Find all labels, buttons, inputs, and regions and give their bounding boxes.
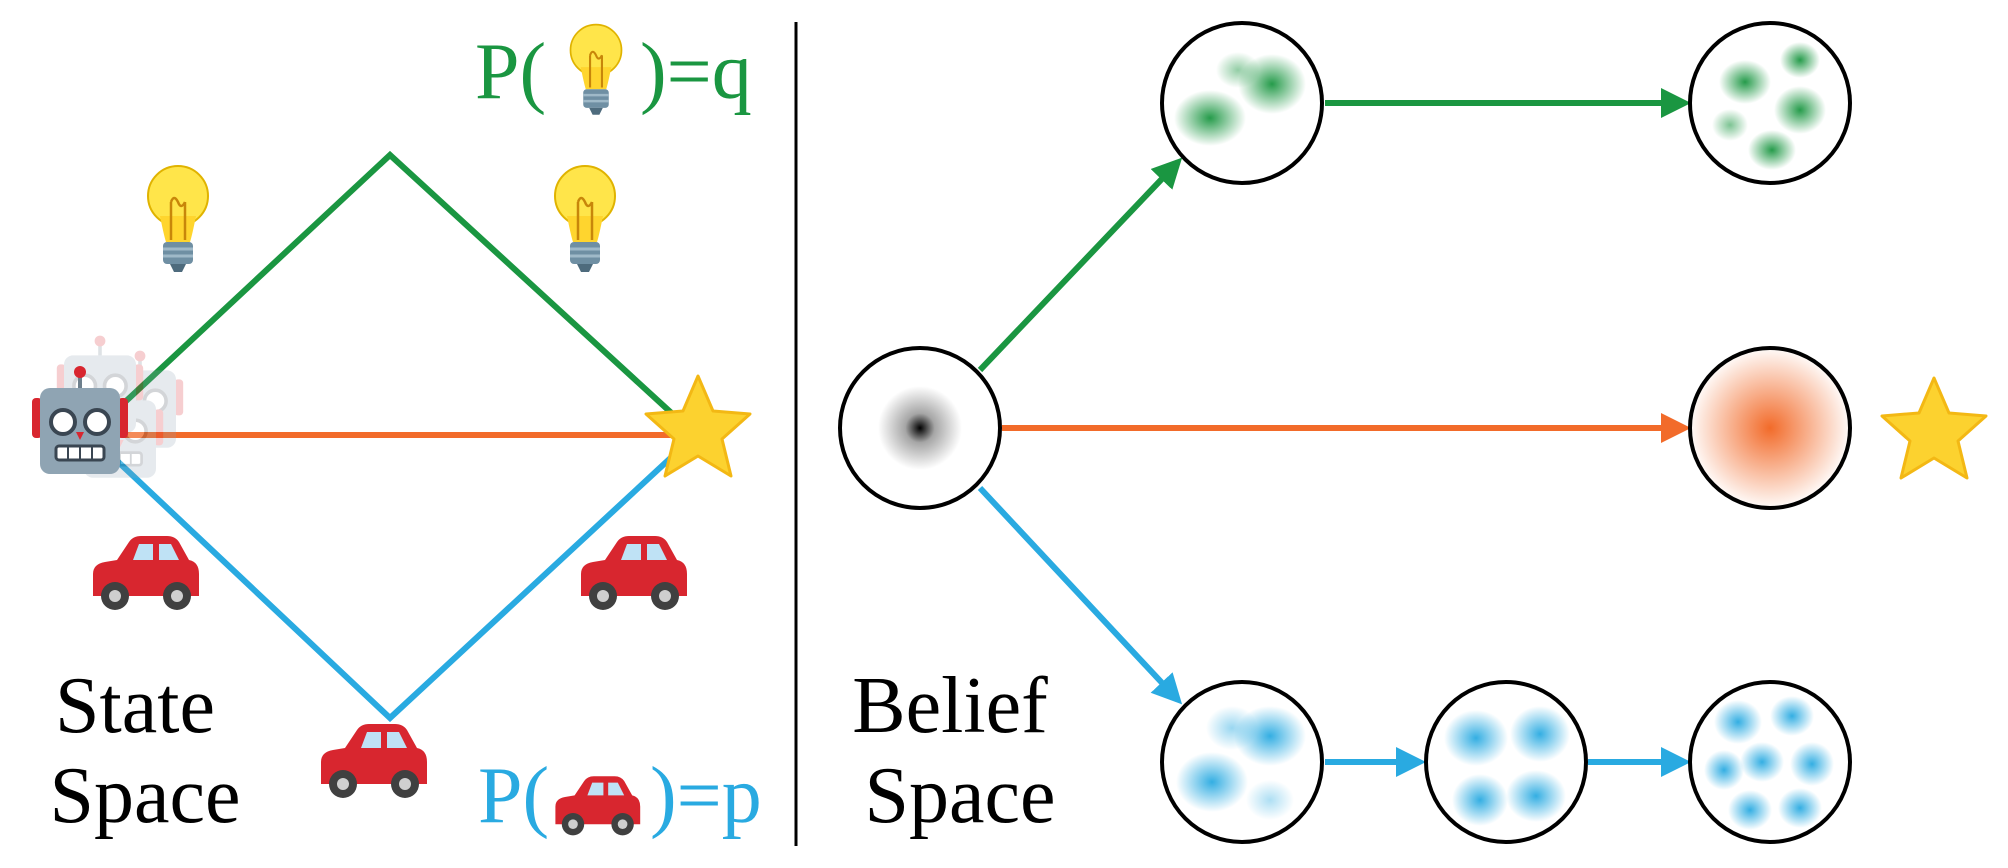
light-bulb-icon xyxy=(569,23,623,116)
red-car-icon xyxy=(321,724,427,798)
belief-green-1 xyxy=(1160,21,1324,185)
belief-blue-1 xyxy=(1160,680,1324,844)
red-car-icon xyxy=(581,536,687,610)
light-bulb-icon xyxy=(553,164,617,274)
green-path xyxy=(92,150,693,433)
belief-blue-3 xyxy=(1688,680,1852,844)
car-prob-suffix: )=p xyxy=(650,752,762,840)
state-space-title: State Space xyxy=(49,662,240,840)
belief-blue-2 xyxy=(1424,680,1588,844)
belief-initial xyxy=(838,346,1002,510)
state-space-panel: P( )=q P( )=p State Space xyxy=(30,23,762,840)
light-bulb-icon xyxy=(146,164,210,274)
blue-arrow-1 xyxy=(977,485,1183,705)
belief-orange xyxy=(1688,346,1852,510)
red-car-icon xyxy=(555,776,641,836)
bulb-prob-suffix: )=q xyxy=(640,28,752,116)
car-probability-label: P( )=p xyxy=(478,752,762,840)
belief-space-panel: Belief Space xyxy=(838,21,1988,844)
red-car-icon xyxy=(93,536,199,610)
belief-space-title: Belief Space xyxy=(852,662,1067,840)
star-icon xyxy=(1880,376,1988,480)
green-arrow-1 xyxy=(977,157,1183,373)
blue-path xyxy=(92,437,693,723)
bulb-prob-prefix: P( xyxy=(475,28,546,116)
bulb-probability-label: P( )=q xyxy=(475,23,752,116)
belief-green-2 xyxy=(1688,21,1852,185)
car-prob-prefix: P( xyxy=(478,752,549,840)
star-icon xyxy=(644,374,752,478)
